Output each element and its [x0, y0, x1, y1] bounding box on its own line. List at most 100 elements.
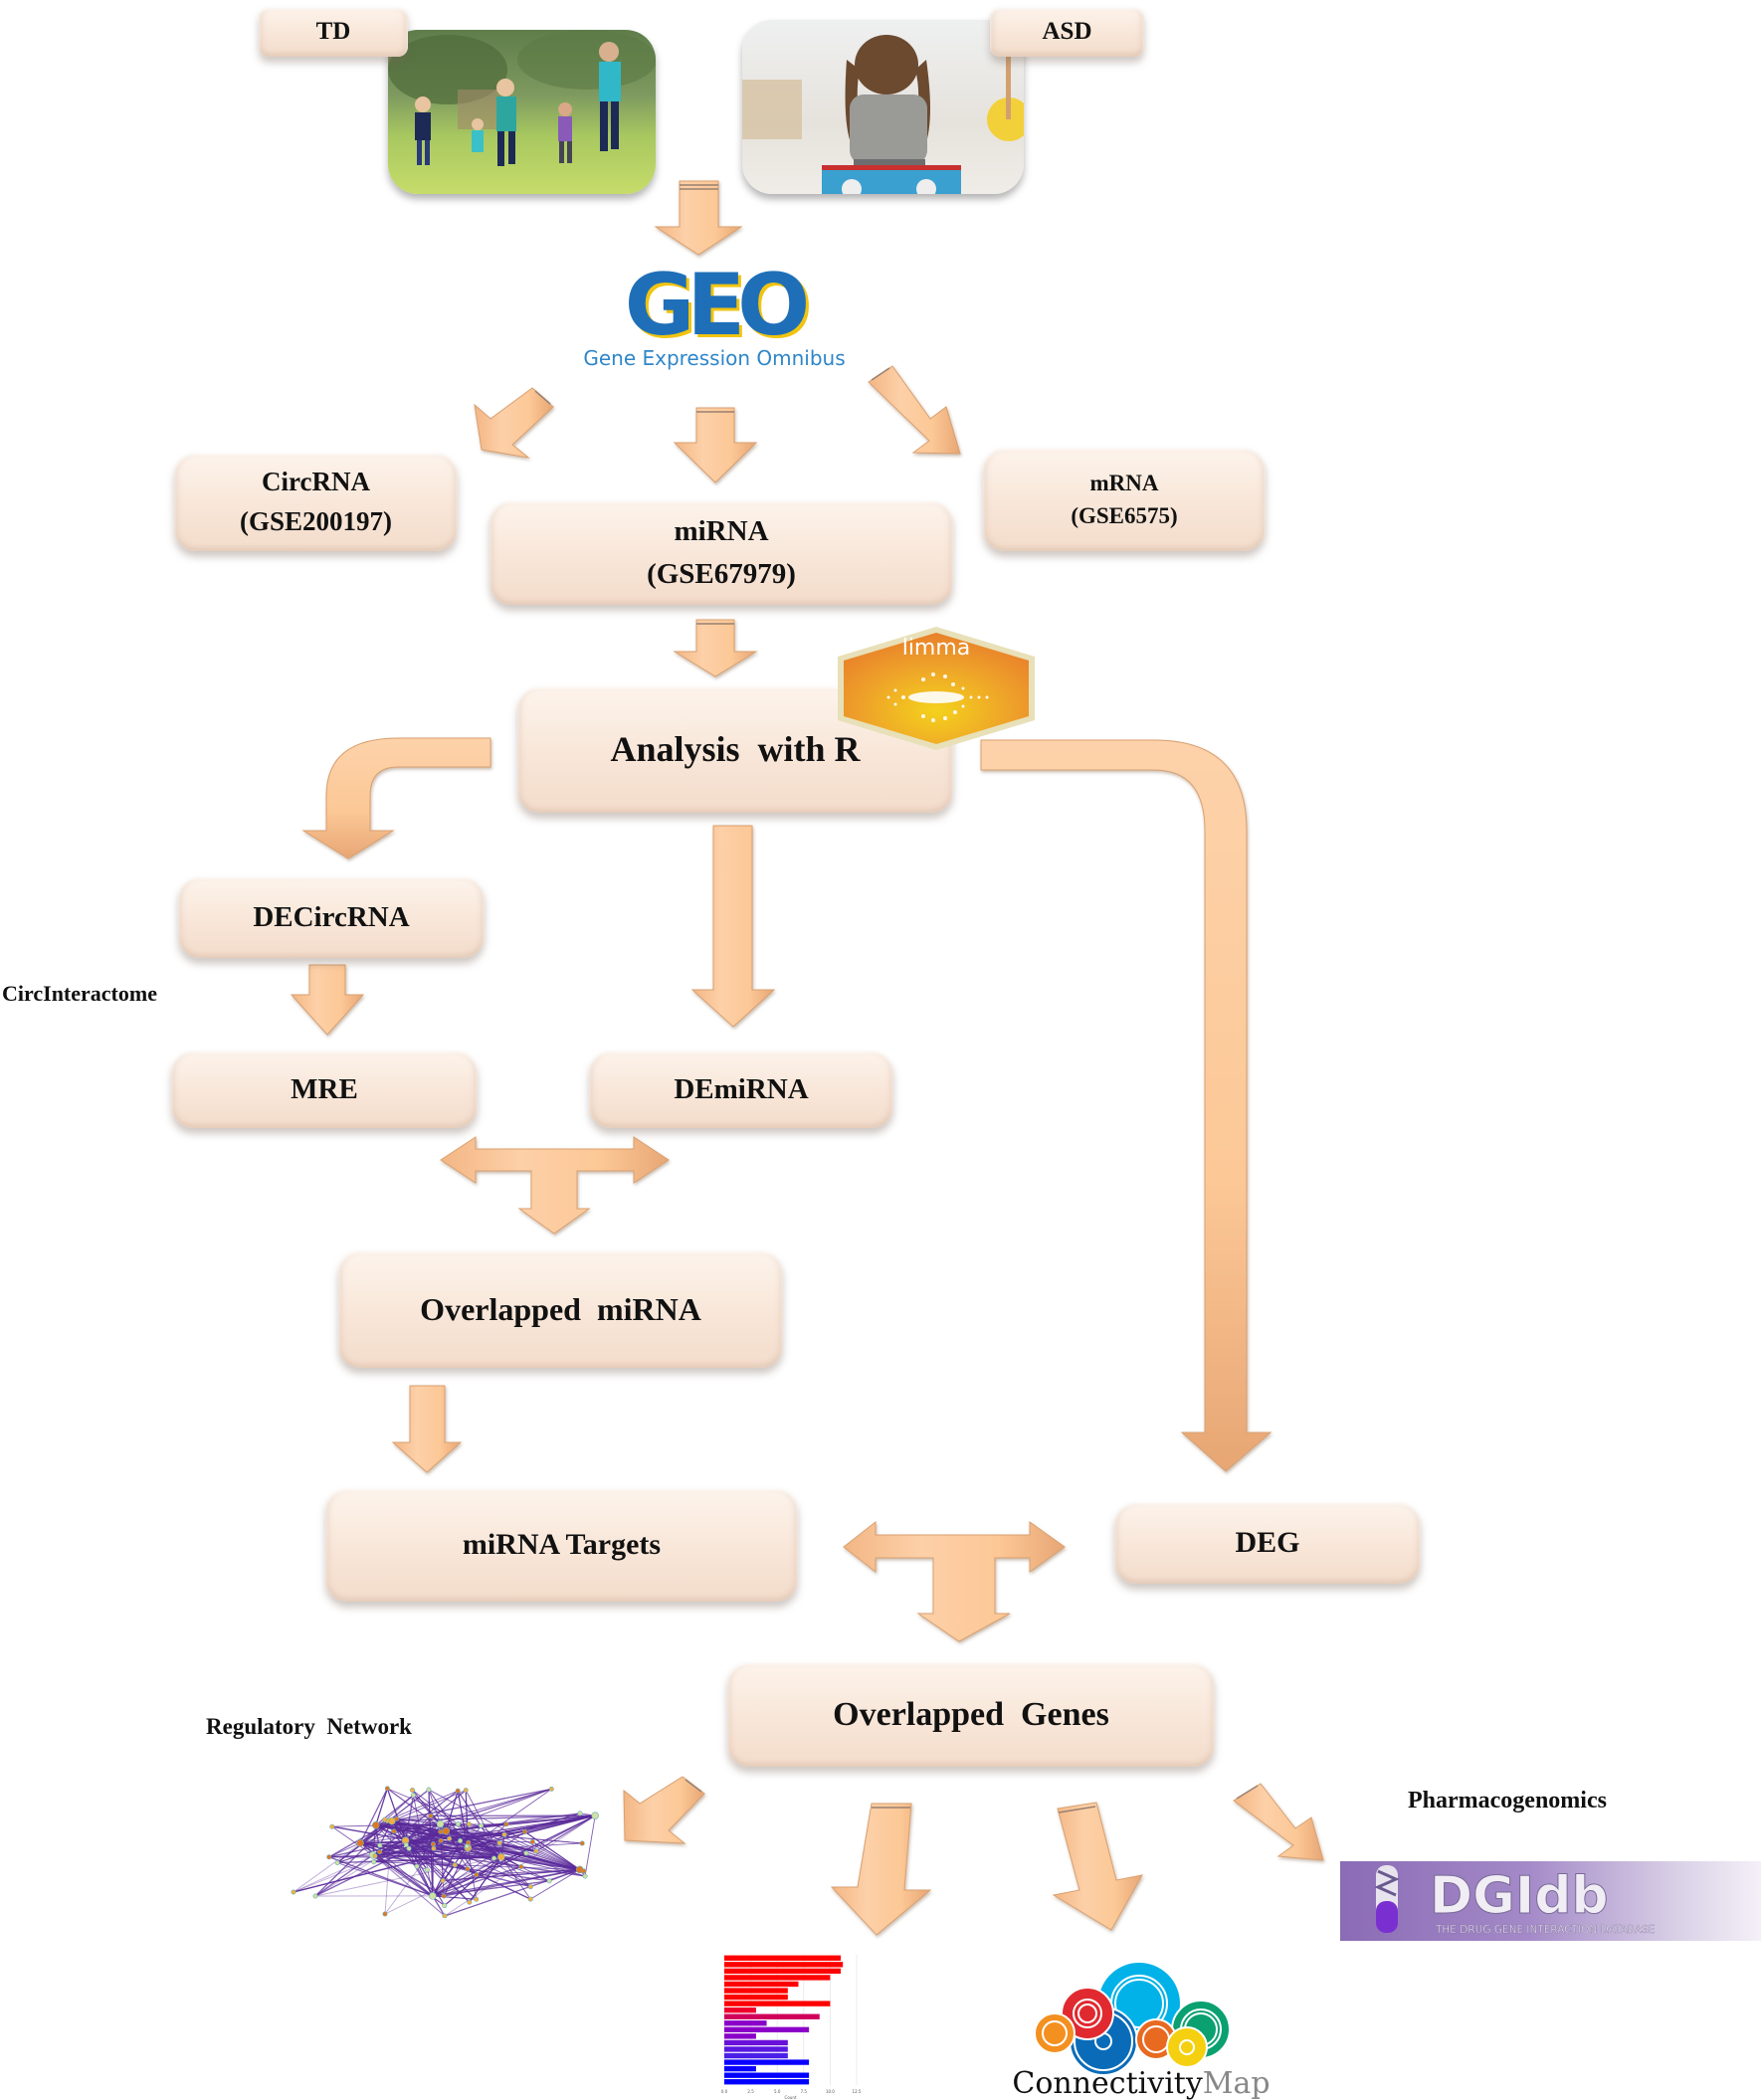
- network-graph: [291, 1786, 600, 1919]
- network-node: [455, 1821, 461, 1827]
- network-edge: [391, 1820, 442, 1841]
- network-node: [491, 1855, 497, 1861]
- mirna-targets-label: miRNA Targets: [462, 1528, 662, 1562]
- arrow-geo-to-mirna: [673, 407, 758, 483]
- geo-logo: GEO GEO Gene Expression Omnibus: [535, 256, 893, 378]
- network-edge: [503, 1833, 580, 1870]
- network-node: [382, 1816, 388, 1822]
- network-node: [579, 1840, 585, 1846]
- mirna-targets-box: miRNA Targets: [325, 1488, 798, 1602]
- network-edge: [391, 1820, 435, 1849]
- bar: [724, 2072, 810, 2078]
- network-edge: [432, 1856, 502, 1897]
- mre-label: MRE: [291, 1072, 358, 1105]
- bar: [724, 1968, 842, 1975]
- circrna-dataset-box: CircRNA (GSE200197): [174, 453, 458, 551]
- network-node: [442, 1826, 451, 1835]
- network-edge: [293, 1839, 406, 1893]
- td-label: TD: [259, 7, 408, 57]
- connectivity-map-logo: ConnectivityMap: [970, 1961, 1313, 2100]
- network-node: [429, 1892, 437, 1900]
- arrow-geo-to-mrna: [868, 365, 961, 455]
- dgidb-banner: DGIdb THE DRUG GENE INTERACTION DATABASE: [1374, 1865, 1655, 1936]
- network-node: [384, 1786, 390, 1792]
- circrna-accession: (GSE200197): [239, 505, 392, 536]
- network-node: [501, 1831, 507, 1837]
- decircrna-box: DECircRNA: [178, 876, 485, 958]
- network-edge: [360, 1839, 442, 1844]
- network-edge: [360, 1842, 469, 1870]
- deg-box: DEG: [1114, 1502, 1421, 1584]
- network-node: [371, 1820, 380, 1829]
- circinteractome-label: CircInteractome: [2, 981, 157, 1006]
- test-tube-icon: [1374, 1865, 1400, 1933]
- network-edge: [359, 1788, 388, 1844]
- network-edge: [314, 1856, 501, 1897]
- network-node: [442, 1913, 448, 1919]
- network-node: [411, 1793, 417, 1799]
- bar: [724, 2059, 810, 2065]
- network-edge: [529, 1869, 580, 1900]
- network-node: [414, 1863, 420, 1869]
- network-node: [440, 1877, 446, 1883]
- network-node: [467, 1899, 473, 1905]
- network-edge: [428, 1789, 580, 1870]
- network-edge: [360, 1841, 533, 1844]
- network-node: [497, 1853, 505, 1861]
- bar: [724, 1955, 842, 1961]
- bar: [724, 2007, 756, 2013]
- network-node: [438, 1828, 444, 1834]
- network-edge: [379, 1851, 434, 1897]
- network-edge: [391, 1788, 552, 1822]
- network-edge: [476, 1868, 580, 1876]
- arrow-genes-to-enrichment: [830, 1803, 932, 1936]
- network-node: [424, 1867, 430, 1873]
- mirna-dataset-box: miRNA (GSE67979): [489, 500, 953, 605]
- network-edge: [391, 1820, 434, 1897]
- overlapped-mirna-box: Overlapped miRNA: [338, 1250, 783, 1368]
- bar: [724, 2013, 820, 2019]
- network-edge: [331, 1825, 501, 1858]
- network-edge: [328, 1842, 361, 1858]
- network-edge: [375, 1823, 470, 1826]
- network-node: [312, 1893, 318, 1899]
- network-edge: [384, 1830, 447, 1915]
- network-node: [548, 1786, 554, 1792]
- network-edge: [360, 1788, 552, 1844]
- overlapped-mirna-label: Overlapped miRNA: [420, 1290, 701, 1327]
- network-edge: [384, 1820, 393, 1915]
- network-edge: [372, 1842, 583, 1856]
- network-edge: [405, 1839, 444, 1881]
- network-node: [377, 1842, 383, 1848]
- network-edge: [375, 1824, 469, 1870]
- girl-sitting-image: [742, 35, 1024, 194]
- mre-box: MRE: [171, 1050, 478, 1128]
- network-edge: [548, 1869, 580, 1882]
- network-edge: [460, 1814, 596, 1841]
- bar: [724, 2065, 756, 2072]
- network-node: [529, 1838, 535, 1844]
- arrow-decircrna-to-mre: [290, 964, 365, 1036]
- limma-hex-icon: limma: [838, 627, 1035, 750]
- svg-text:ConnectivityMap: ConnectivityMap: [1012, 2066, 1270, 2100]
- bar: [724, 1975, 831, 1981]
- network-edge: [432, 1895, 477, 1900]
- asd-label: ASD: [990, 7, 1144, 57]
- network-edge: [387, 1814, 596, 1821]
- network-edge: [391, 1820, 471, 1903]
- arrow-geo-to-circrna: [474, 387, 554, 459]
- network-node: [326, 1854, 332, 1860]
- network-node: [329, 1823, 335, 1829]
- network-edge: [465, 1790, 502, 1858]
- network-edge: [375, 1824, 583, 1844]
- network-node: [463, 1788, 469, 1794]
- arrow-analysis-to-decircrna: [301, 737, 491, 859]
- svg-text:GEO: GEO: [628, 264, 809, 358]
- network-edge: [500, 1856, 531, 1900]
- network-node: [458, 1837, 464, 1843]
- cmap-text-connectivity: Connectivity: [1012, 2066, 1202, 2100]
- arrow-genes-to-dgidb: [1233, 1783, 1324, 1861]
- network-edge: [432, 1868, 580, 1897]
